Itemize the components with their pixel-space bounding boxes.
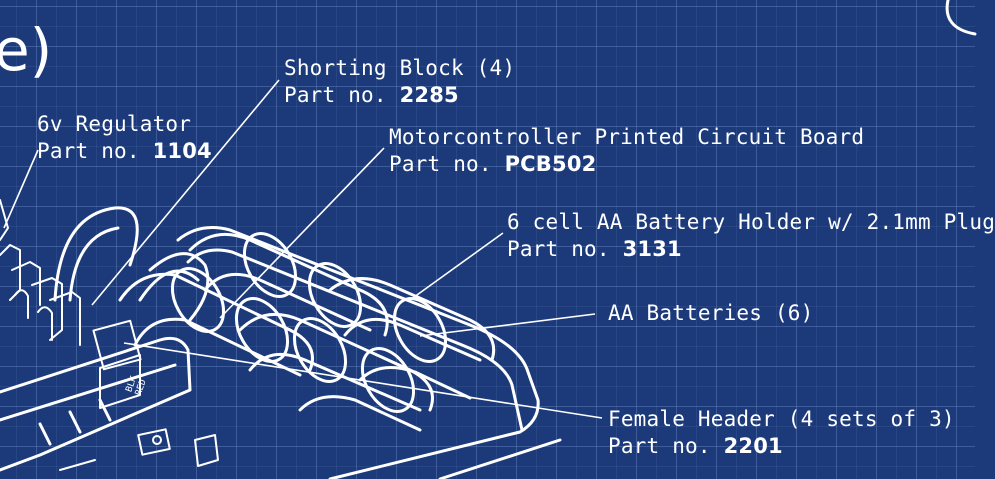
leader-lines xyxy=(3,79,603,419)
header-pins xyxy=(0,199,142,409)
regulator-part: 1104 xyxy=(152,139,212,163)
leader-regulator xyxy=(3,149,39,229)
callout-female-header: Female Header (4 sets of 3) Part no. 220… xyxy=(608,406,955,460)
battery-holder xyxy=(176,226,562,479)
leader-battery-holder xyxy=(409,232,504,301)
female-header-prefix: Part no. xyxy=(608,434,724,458)
leader-batteries xyxy=(419,313,596,337)
battery-holder-prefix: Part no. xyxy=(507,237,623,261)
shorting-name: Shorting Block (4) xyxy=(284,56,516,80)
title-fragment: e) xyxy=(0,16,53,84)
pcb-board xyxy=(0,336,192,472)
callout-shorting-block: Shorting Block (4) Part no. 2285 xyxy=(284,55,515,109)
leader-pcb xyxy=(219,147,385,319)
shorting-prefix: Part no. xyxy=(284,83,400,107)
leader-female-header xyxy=(123,342,603,419)
frame-corner xyxy=(945,0,977,36)
female-header-part: 2201 xyxy=(723,434,783,458)
battery-holder-name: 6 cell AA Battery Holder w/ 2.1mm Plug xyxy=(507,210,995,234)
callout-aa-batteries: AA Batteries (6) xyxy=(608,300,814,327)
pcb-part: PCB502 xyxy=(504,152,597,176)
small-components xyxy=(59,428,219,471)
callout-battery-holder: 6 cell AA Battery Holder w/ 2.1mm Plug P… xyxy=(507,209,995,263)
silkscreen: BLK RED xyxy=(124,374,148,397)
regulator-name: 6v Regulator xyxy=(37,112,192,136)
regulator-prefix: Part no. xyxy=(37,139,153,163)
battery-holder-part: 3131 xyxy=(622,237,682,261)
pcb-prefix: Part no. xyxy=(389,152,505,176)
callout-pcb: Motorcontroller Printed Circuit Board Pa… xyxy=(389,124,864,178)
leader-shorting xyxy=(91,79,280,306)
pcb-name: Motorcontroller Printed Circuit Board xyxy=(389,125,865,149)
shorting-part: 2285 xyxy=(399,83,459,107)
aa-batteries xyxy=(118,232,496,432)
callout-regulator: 6v Regulator Part no. 1104 xyxy=(37,111,212,165)
batteries-name: AA Batteries (6) xyxy=(608,301,814,325)
shorting-wire xyxy=(53,206,210,322)
female-header-name: Female Header (4 sets of 3) xyxy=(608,407,955,431)
